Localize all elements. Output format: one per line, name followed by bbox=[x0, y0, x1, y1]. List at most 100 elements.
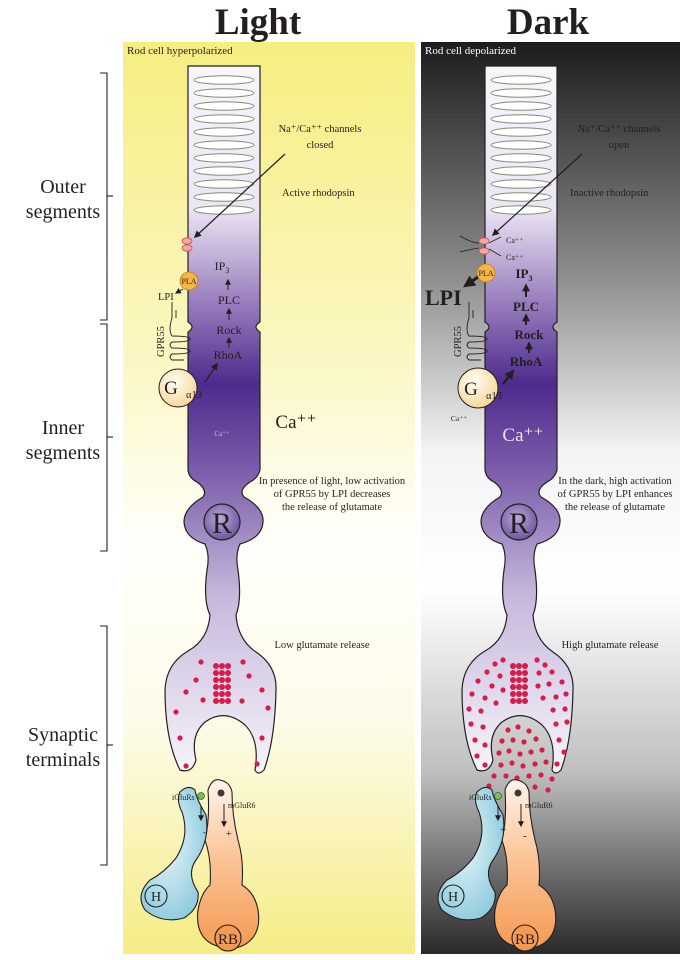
disc-stack bbox=[193, 75, 255, 215]
rod-bipolar-cell bbox=[197, 779, 260, 949]
na-ca-channel-icon bbox=[478, 237, 490, 255]
ca-flux-1: Ca⁺⁺ bbox=[506, 236, 523, 245]
channel-pointer-arrow bbox=[491, 153, 583, 236]
description-line-1: In the dark, high activation bbox=[558, 476, 672, 487]
ip3-label: IP3 bbox=[215, 259, 230, 275]
ca-large-label: Ca⁺⁺ bbox=[502, 425, 543, 446]
rhodopsin-label: Inactive rhodopsin bbox=[570, 188, 649, 199]
rod-bipolar-label: RB bbox=[218, 932, 238, 948]
synaptic-terminals-bracket bbox=[100, 625, 108, 866]
light-header: Light bbox=[215, 2, 302, 43]
rod-bipolar-nucleus bbox=[511, 924, 539, 952]
ca-small-label: Ca⁺⁺ bbox=[451, 414, 467, 423]
inner-segments-label-1: Inner bbox=[42, 417, 85, 439]
channel-pointer-arrow bbox=[193, 153, 286, 238]
pla-to-lpi-arrow bbox=[463, 275, 479, 288]
mglur6-sign: + bbox=[226, 829, 232, 840]
mglur6-label: mGluR6 bbox=[525, 801, 553, 810]
plc-label: PLC bbox=[218, 293, 240, 307]
ca-influx-arrows bbox=[459, 235, 502, 257]
pla-label: PLA bbox=[181, 277, 196, 286]
nucleus bbox=[500, 503, 538, 541]
galpha-label: G bbox=[164, 378, 178, 399]
disc-stack bbox=[490, 75, 552, 215]
gpr55-receptor-icon bbox=[466, 317, 488, 361]
rod-bipolar-nucleus bbox=[214, 924, 242, 952]
outer-segments-label-1: Outer bbox=[40, 176, 86, 198]
iglurs-sign: - bbox=[203, 827, 206, 837]
pla-enzyme bbox=[179, 271, 199, 291]
rod-bipolar-cell bbox=[494, 779, 557, 949]
g-alpha13-protein bbox=[158, 368, 198, 408]
segment-brackets bbox=[100, 72, 113, 866]
na-ca-channel-icon bbox=[181, 237, 193, 252]
gpr55-receptor-icon bbox=[169, 317, 191, 361]
dark-rod-cell: Ca⁺⁺ Ca⁺⁺ Na⁺/Ca⁺⁺ channels open Inactiv… bbox=[425, 65, 673, 952]
nucleus bbox=[203, 503, 241, 541]
galpha-subscript: α13 bbox=[186, 390, 202, 401]
gpr55-label: GPR55 bbox=[453, 326, 464, 357]
galpha-subscript: α13 bbox=[486, 391, 502, 402]
channels-label-2: open bbox=[609, 140, 630, 151]
pla-enzyme bbox=[476, 263, 496, 283]
nucleus-label: R bbox=[212, 507, 232, 540]
iglurs-receptor-icon bbox=[494, 792, 502, 800]
channels-label-1: Na⁺/Ca⁺⁺ channels bbox=[578, 124, 661, 135]
mglur6-receptor-icon bbox=[514, 789, 522, 797]
channels-label-2: closed bbox=[307, 140, 335, 151]
gpr55-label: GPR55 bbox=[156, 326, 167, 357]
dark-caption: Rod cell depolarized bbox=[425, 45, 517, 57]
rod-bipolar-label: RB bbox=[515, 932, 535, 948]
iglurs-label: iGluRs bbox=[469, 793, 492, 802]
horizontal-cell bbox=[437, 786, 505, 921]
description-line-3: the release of glutamate bbox=[282, 502, 382, 513]
channels-label-1: Na⁺/Ca⁺⁺ channels bbox=[279, 124, 362, 135]
mglur6-receptor-icon bbox=[217, 789, 225, 797]
lpi-label: LPI bbox=[425, 285, 462, 310]
ip3-label: IP3 bbox=[516, 266, 533, 283]
light-caption: Rod cell hyperpolarized bbox=[127, 45, 233, 57]
horizontal-cell-label: H bbox=[448, 890, 458, 905]
plc-label: PLC bbox=[513, 299, 539, 314]
description-line-2: of GPR55 by LPI enhances bbox=[558, 489, 673, 500]
iglurs-sign: + bbox=[500, 824, 506, 836]
inner-segments-label-2: segments bbox=[26, 442, 101, 464]
nucleus-label: R bbox=[509, 507, 529, 540]
rod-cell-body bbox=[164, 65, 277, 774]
mglur6-sign: - bbox=[523, 830, 527, 842]
description-line-1: In presence of light, low activation bbox=[259, 476, 406, 487]
synaptic-terminals-label-1: Synaptic bbox=[28, 724, 98, 746]
iglurs-label: iGluRs bbox=[172, 793, 195, 802]
ca-small-label: Ca⁺⁺ bbox=[214, 430, 229, 438]
pla-to-lpi-arrow bbox=[174, 288, 184, 294]
rock-label: Rock bbox=[515, 327, 545, 342]
glutamate-vesicles bbox=[466, 657, 570, 793]
release-label: Low glutamate release bbox=[274, 640, 369, 651]
pla-label: PLA bbox=[478, 269, 493, 278]
rock-label: Rock bbox=[216, 323, 241, 337]
dark-header: Dark bbox=[507, 2, 590, 43]
release-label: High glutamate release bbox=[562, 640, 659, 651]
ca-flux-2: Ca⁺⁺ bbox=[506, 253, 523, 262]
iglurs-receptor-icon bbox=[197, 792, 205, 800]
galpha-label: G bbox=[464, 379, 478, 400]
horizontal-cell bbox=[140, 786, 208, 921]
glutamate-vesicles bbox=[173, 659, 271, 769]
outer-segments-label-2: segments bbox=[26, 201, 101, 223]
inner-segments-bracket bbox=[100, 323, 108, 552]
light-rod-cell: Na⁺/Ca⁺⁺ channels closed Active rhodopsi… bbox=[140, 65, 406, 952]
rhoa-label: RhoA bbox=[214, 348, 243, 362]
description-line-3: the release of glutamate bbox=[565, 502, 665, 513]
mglur6-label: mGluR6 bbox=[228, 801, 256, 810]
lpi-label: LPI bbox=[158, 292, 174, 303]
horizontal-cell-label: H bbox=[151, 890, 161, 905]
rhodopsin-label: Active rhodopsin bbox=[282, 188, 355, 199]
ca-large-label: Ca⁺⁺ bbox=[275, 412, 316, 433]
light-panel-background bbox=[123, 42, 415, 954]
synaptic-terminals-label-2: terminals bbox=[26, 749, 101, 771]
rhoa-label: RhoA bbox=[510, 354, 543, 369]
description-line-2: of GPR55 by LPI decreases bbox=[274, 489, 391, 500]
outer-segments-bracket bbox=[100, 72, 108, 321]
g-alpha13-protein bbox=[457, 367, 499, 409]
